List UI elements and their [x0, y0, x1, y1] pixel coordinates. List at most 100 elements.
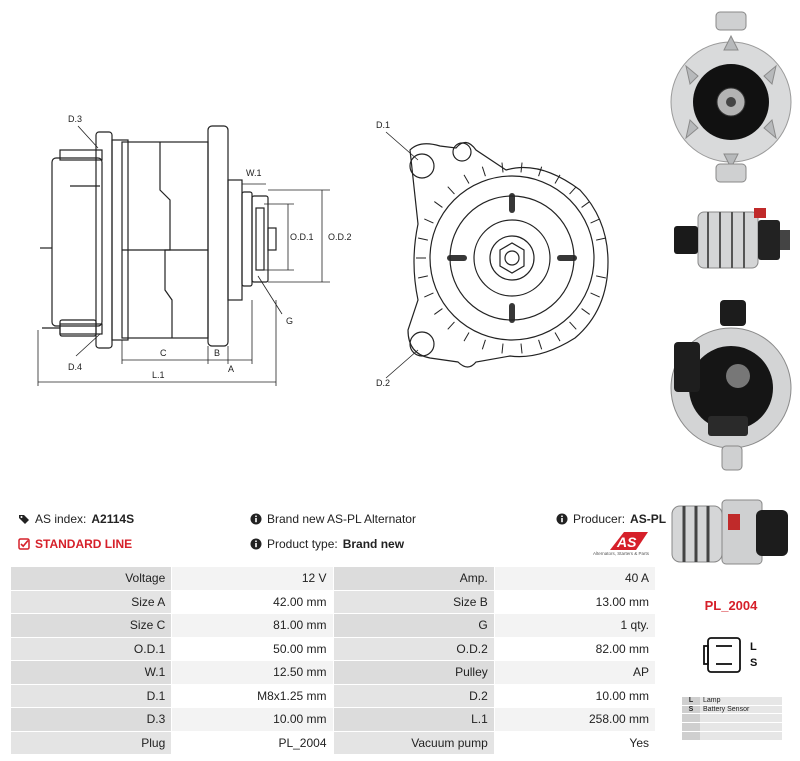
- as-index: AS index: A2114S: [18, 512, 134, 526]
- tags-icon: [19, 515, 29, 524]
- label-d3: D.3: [68, 114, 82, 124]
- pin-key: L: [682, 697, 700, 706]
- vent-slot: [481, 166, 486, 177]
- vent-slot: [463, 174, 470, 184]
- plug-pin-s-label: S: [750, 657, 757, 669]
- vent-slot: [590, 292, 600, 298]
- label-a: A: [228, 364, 234, 374]
- spec-value: M8x1.25 mm: [171, 683, 334, 708]
- standard-line: STANDARD LINE: [18, 537, 132, 551]
- info-circle-icon: [250, 538, 262, 550]
- spec-value: 42.00 mm: [171, 589, 334, 614]
- spec-value: 40 A: [493, 566, 657, 591]
- spec-label: G: [332, 613, 495, 638]
- vent-slot: [596, 275, 607, 279]
- spec-label: W.1: [9, 660, 173, 685]
- product-photo-rear: [668, 296, 794, 476]
- spec-value: 258.00 mm: [493, 707, 657, 732]
- spec-value: 81.00 mm: [171, 613, 334, 638]
- as-index-value: A2114S: [91, 512, 135, 526]
- label-g: G: [286, 316, 293, 326]
- vent-slot: [569, 186, 577, 195]
- pin-desc: [700, 722, 782, 732]
- vent-slot: [417, 237, 428, 241]
- info-circle-icon: [556, 513, 568, 525]
- pin-row-empty: [682, 722, 782, 732]
- label-w1: W.1: [246, 168, 262, 178]
- producer-value: AS-PL: [630, 512, 667, 526]
- vent-slot: [501, 343, 504, 354]
- vent-slot: [554, 332, 561, 342]
- spec-value: 1 qty.: [493, 613, 657, 638]
- spec-label: Size B: [332, 589, 495, 614]
- spec-value: 10.00 mm: [171, 707, 334, 732]
- spec-label: Plug: [9, 730, 173, 755]
- vent-slot: [520, 162, 523, 173]
- spec-value: AP: [493, 660, 657, 685]
- brand-info: Brand new AS-PL Alternator: [250, 512, 416, 526]
- spec-label: O.D.2: [332, 636, 495, 661]
- product-type: Product type: Brand new: [250, 537, 404, 551]
- vent-slot: [424, 292, 434, 298]
- spec-label: Voltage: [9, 566, 173, 591]
- vent-slot: [417, 275, 428, 279]
- pin-desc: [700, 731, 782, 741]
- plug-name: PL_2004: [704, 598, 758, 613]
- vent-slot: [434, 201, 443, 208]
- plug-pin-l-label: L: [750, 641, 757, 653]
- spec-label: Amp.: [332, 566, 495, 591]
- spec-label: Size A: [9, 589, 173, 614]
- pin-key: [682, 722, 700, 732]
- label-od1: O.D.1: [290, 232, 314, 242]
- info-circle-icon: [250, 513, 262, 525]
- standard-line-label: STANDARD LINE: [35, 537, 133, 551]
- producer-label: Producer:: [573, 512, 626, 526]
- vent-slot: [424, 218, 434, 224]
- spec-value: 13.00 mm: [493, 589, 657, 614]
- vent-slot: [447, 321, 455, 330]
- pin-row-empty: [682, 731, 782, 741]
- label-l1: L.1: [152, 370, 165, 380]
- pin-desc: Battery Sensor: [700, 705, 782, 714]
- spec-label: D.2: [332, 683, 495, 708]
- vent-slot: [581, 201, 590, 208]
- vent-slot: [463, 332, 470, 342]
- product-type-value: Brand new: [342, 537, 405, 551]
- spec-label: O.D.1: [9, 636, 173, 661]
- spec-value: 50.00 mm: [171, 636, 334, 661]
- pin-desc: Lamp: [700, 697, 782, 706]
- pin-key: S: [682, 705, 700, 714]
- pin-desc: [700, 713, 782, 723]
- vent-slot: [569, 321, 577, 330]
- producer-info: Producer: AS-PL: [556, 512, 666, 526]
- spec-label: Size C: [9, 613, 173, 638]
- checkbox-check-icon: [18, 538, 30, 550]
- vent-slot: [554, 174, 561, 184]
- spec-value: 12.50 mm: [171, 660, 334, 685]
- product-photo-angle: [668, 482, 794, 582]
- plug-connector-diagram: L S: [703, 637, 757, 673]
- spec-value: 10.00 mm: [493, 683, 657, 708]
- product-type-label: Product type:: [267, 537, 338, 551]
- vent-slot: [434, 308, 443, 315]
- spec-value: Yes: [493, 730, 657, 755]
- spec-value: 12 V: [171, 566, 334, 591]
- vent-slot: [447, 186, 455, 195]
- vent-slot: [538, 339, 543, 350]
- vent-slot: [596, 237, 607, 241]
- product-photo-front: [668, 6, 794, 186]
- spec-label: L.1: [332, 707, 495, 732]
- vent-slot: [590, 218, 600, 224]
- label-d4: D.4: [68, 362, 82, 372]
- vent-slot: [581, 308, 590, 315]
- as-pl-logo: AS: [610, 532, 648, 550]
